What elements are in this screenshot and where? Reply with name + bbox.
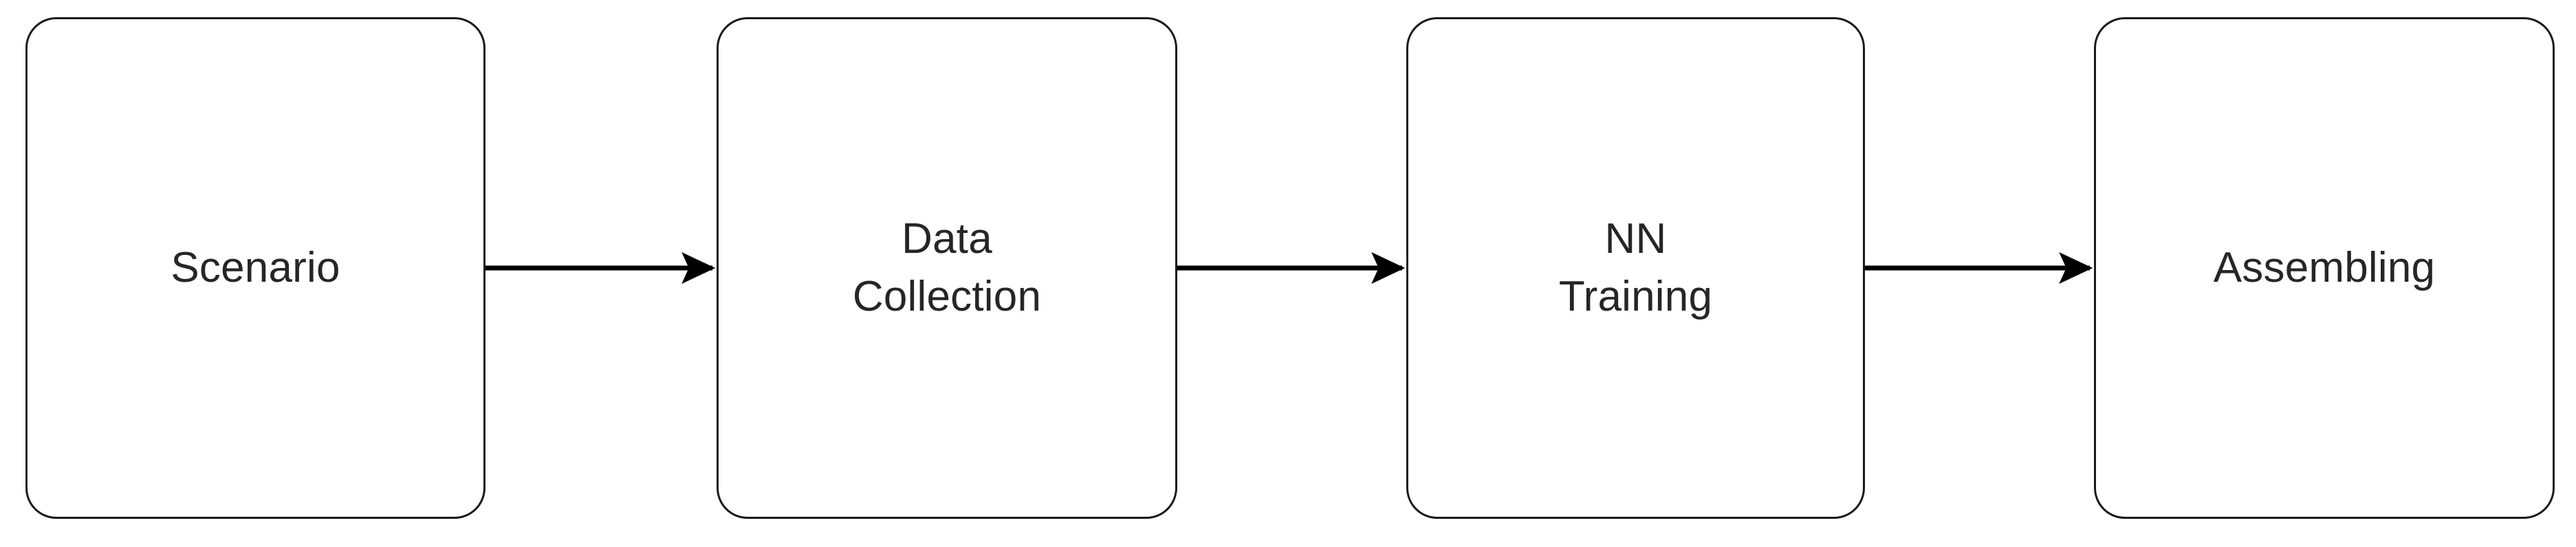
node-scenario-label: Scenario [171, 243, 340, 291]
node-data-collection-label: Data Collection [852, 214, 1042, 320]
node-nn-training[interactable]: NN Training [1406, 17, 1865, 519]
node-scenario[interactable]: Scenario [25, 17, 485, 519]
node-assembling-label: Assembling [2213, 243, 2436, 291]
node-assembling[interactable]: Assembling [2094, 17, 2555, 519]
node-data-collection[interactable]: Data Collection [717, 17, 1177, 519]
node-nn-training-label: NN Training [1558, 214, 1713, 320]
